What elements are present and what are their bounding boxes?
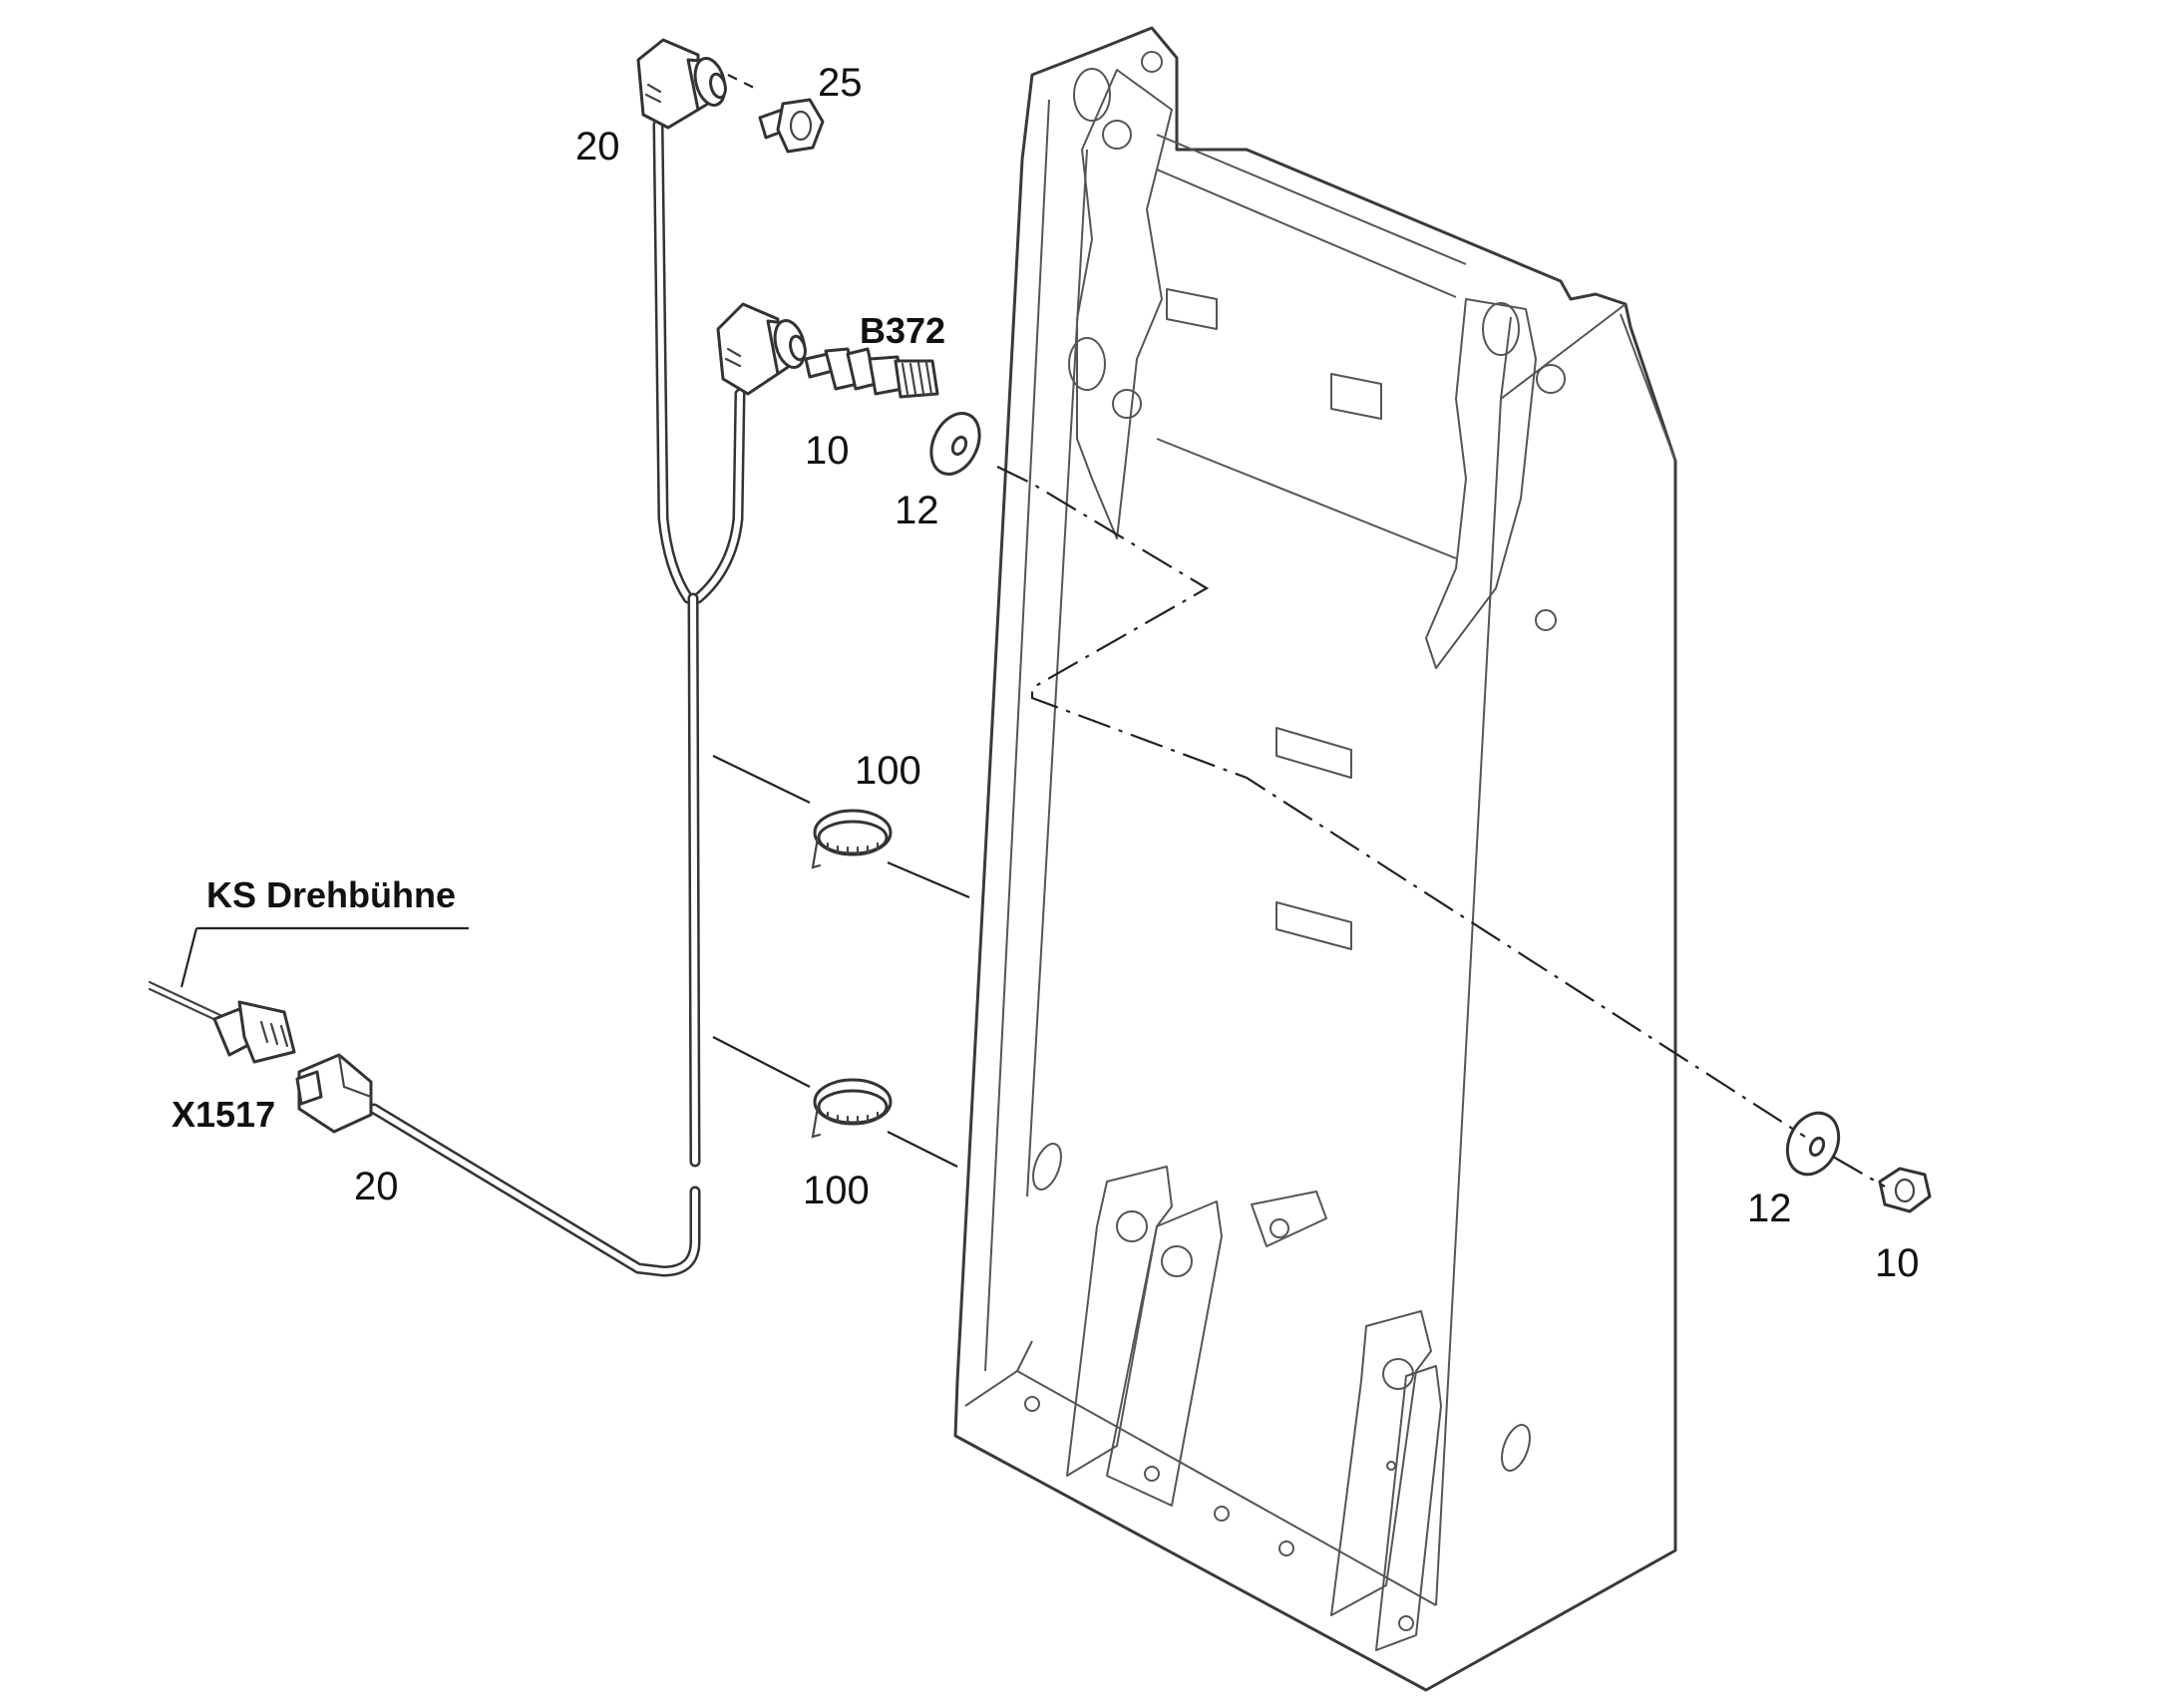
label-sensor: B372: [860, 310, 945, 351]
label-washer-right: 12: [1747, 1187, 1792, 1230]
hose-clamp-lower-icon: [811, 1078, 893, 1139]
frame-assembly: [953, 26, 1677, 1692]
label-connector: X1517: [172, 1094, 275, 1135]
leader-lines: [180, 74, 1886, 1188]
label-bolt: 25: [818, 61, 863, 105]
cable-harness: [368, 119, 746, 1277]
label-sensor-item: 10: [805, 429, 850, 473]
label-washer-left: 12: [895, 489, 939, 532]
label-clamp-lower: 100: [803, 1169, 870, 1212]
label-clamp-upper: 100: [855, 749, 921, 793]
proximity-sensor-icon: [804, 347, 939, 399]
hex-nut-icon: [1878, 1167, 1932, 1213]
label-connector-group: KS Drehbühne: [206, 874, 456, 915]
washer-left-icon: [929, 412, 981, 476]
hose-clamp-upper-icon: [811, 809, 893, 869]
plug-connector-icon: [148, 980, 373, 1134]
label-cable-top: 20: [575, 125, 620, 169]
bolt-icon: [758, 98, 825, 154]
angled-connector-sensor-icon: [716, 302, 807, 396]
label-nut-right: 10: [1875, 1241, 1920, 1285]
angled-connector-top-icon: [636, 38, 727, 130]
label-cable-bottom: 20: [354, 1165, 399, 1208]
washer-right-icon: [1785, 1111, 1841, 1177]
callout-labels: 25 20 B372 10 12 100 100 KS Drehbühne X1…: [172, 61, 1920, 1285]
